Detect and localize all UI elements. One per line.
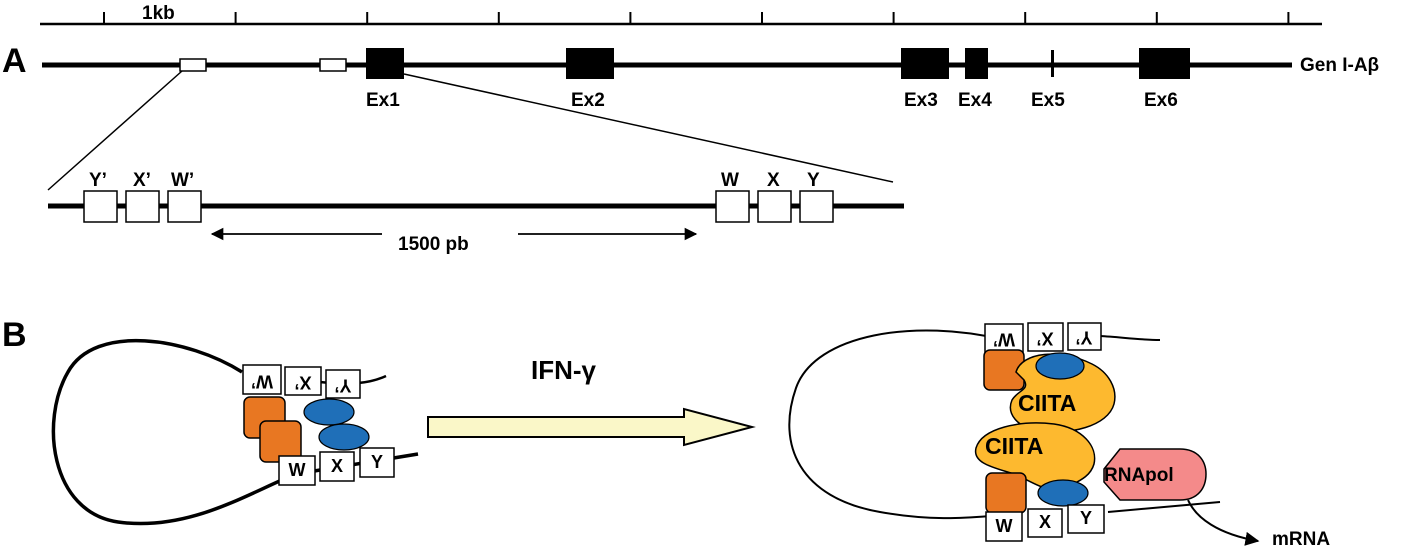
active-nfy-factor-upper <box>1035 352 1085 380</box>
active-box-x <box>1027 508 1063 538</box>
rna-polymerase-label: RNApol <box>1104 465 1174 486</box>
inactive-label-w: W <box>289 460 306 480</box>
mrna-label: mRNA <box>1272 529 1330 550</box>
box-w-prime <box>167 190 202 223</box>
exon-label-5: Ex5 <box>1031 90 1065 111</box>
active-label-w-prime: W’ <box>993 329 1015 349</box>
gene-label: Gen I-Aβ <box>1300 55 1379 76</box>
inactive-box-y-prime <box>325 369 361 399</box>
label-w: W <box>721 170 739 191</box>
ciita-lower-label: CIITA <box>985 433 1043 459</box>
active-lower-boxes: W X Y <box>985 504 1105 542</box>
box-w <box>715 190 750 223</box>
upstream-promoter-box <box>179 58 207 72</box>
inactive-box-w-prime <box>242 364 282 395</box>
stimulus-label: IFN-γ <box>531 355 597 385</box>
active-box-y <box>1067 504 1105 534</box>
inactive-dna-loop <box>51 338 419 526</box>
inactive-nfy-factor-lower <box>318 423 370 451</box>
label-x: X <box>767 170 780 191</box>
exon-label-6: Ex6 <box>1144 90 1178 111</box>
active-loop: W’ X’ Y’ CIITA CIITA RNApol W <box>788 322 1330 550</box>
label-w-prime: W’ <box>171 170 194 191</box>
inactive-label-w-prime: W’ <box>251 371 273 391</box>
inactive-label-y-prime: Y’ <box>334 375 351 395</box>
active-label-y: Y <box>1080 508 1092 528</box>
active-dna-upper-strand <box>1099 335 1161 341</box>
activation-arrow <box>427 407 756 447</box>
label-y-prime: Y’ <box>89 170 107 191</box>
inactive-label-x: X <box>331 456 343 476</box>
ciita-upper-label: CIITA <box>1018 390 1076 416</box>
inactive-lower-boxes: W X Y <box>278 447 395 486</box>
inactive-label-y: Y <box>371 452 383 472</box>
inactive-nfy-factor-upper <box>303 398 355 426</box>
zoom-line-left <box>47 70 183 191</box>
exon-5 <box>1051 50 1054 77</box>
inactive-label-x-prime: X’ <box>294 372 311 392</box>
exon-1 <box>366 48 404 79</box>
panel-a: A 1kb Gen I-Aβ Ex1 Ex2 Ex3 Ex4 Ex5 Ex6 <box>2 3 1379 255</box>
exon-label-4: Ex4 <box>958 90 992 111</box>
box-x-prime <box>125 190 160 223</box>
label-y: Y <box>807 170 820 191</box>
box-y-prime <box>83 190 118 223</box>
inactive-box-y <box>359 447 395 478</box>
exon-6 <box>1139 48 1190 79</box>
active-box-y-prime <box>1067 322 1102 351</box>
active-box-x-prime <box>1027 322 1064 352</box>
active-rfx-factor-lower <box>985 472 1027 514</box>
exon-label-1: Ex1 <box>366 90 400 111</box>
promoter-left-boxes: Y’ X’ W’ <box>83 170 202 223</box>
mrna-arrow <box>1187 499 1260 546</box>
panel-b-letter: B <box>2 316 27 354</box>
box-x <box>757 190 792 223</box>
rna-polymerase <box>1103 448 1207 501</box>
promoter-right-boxes: W X Y <box>715 170 834 223</box>
active-dna-loop <box>788 329 1006 520</box>
active-label-w: W <box>996 516 1013 536</box>
active-label-x-prime: X’ <box>1036 328 1053 348</box>
active-label-y-prime: Y’ <box>1075 327 1092 347</box>
active-upper-boxes: W’ X’ Y’ <box>984 322 1102 353</box>
label-x-prime: X’ <box>133 170 151 191</box>
panel-b: B W’ X’ Y’ W <box>2 316 1330 550</box>
proximal-promoter-box <box>319 58 347 72</box>
active-nfy-factor-lower <box>1037 479 1089 507</box>
zoom-line-right <box>403 73 894 183</box>
inactive-upper-boxes: W’ X’ Y’ <box>242 364 361 399</box>
panel-a-letter: A <box>2 42 27 80</box>
scale-ticks <box>103 12 1290 24</box>
scale-bar: 1kb <box>40 3 1322 26</box>
inactive-box-x <box>319 451 355 482</box>
inactive-box-x-prime <box>284 366 322 396</box>
exon-4 <box>965 48 988 79</box>
exon-3 <box>901 48 949 79</box>
inactive-loop: W’ X’ Y’ W X Y <box>51 338 419 526</box>
exon-2 <box>566 48 614 79</box>
distance-label: 1500 pb <box>398 234 469 255</box>
active-box-w <box>985 511 1023 542</box>
exon-label-3: Ex3 <box>904 90 938 111</box>
active-label-x: X <box>1039 512 1051 532</box>
box-y <box>799 190 834 223</box>
inactive-box-w <box>278 455 316 486</box>
active-dna-lower-strand <box>1107 501 1221 513</box>
scale-label: 1kb <box>142 3 175 24</box>
exon-label-2: Ex2 <box>571 90 605 111</box>
